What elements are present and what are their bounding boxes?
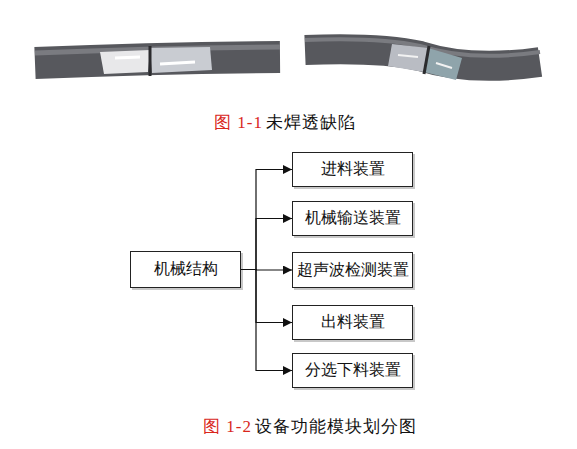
figure-caption: 未焊透缺陷	[266, 113, 356, 133]
module-box: 超声波检测装置	[292, 252, 413, 288]
weld-shine	[398, 55, 452, 68]
branch-arrow	[241, 170, 292, 270]
box-label: 超声波检测装置	[297, 260, 409, 281]
root-box: 机械结构	[130, 251, 241, 288]
weld-patch	[100, 50, 150, 74]
weld-patch	[388, 44, 428, 72]
branch-arrow	[241, 270, 292, 323]
module-box: 进料装置	[292, 152, 413, 187]
box-label: 机械输送装置	[305, 208, 401, 229]
branch-arrow	[241, 219, 292, 270]
figure-number: 图 1-1	[214, 113, 263, 133]
branch-arrow	[241, 270, 292, 371]
branch-arrow	[241, 269, 292, 271]
pipe-photo-left	[35, 46, 280, 76]
weld-patch	[424, 48, 462, 80]
weld-seam	[149, 46, 152, 76]
figure-caption: 设备功能模块划分图	[255, 417, 417, 437]
box-label: 分选下料装置	[305, 360, 401, 381]
pipe-photo-right	[305, 39, 540, 80]
weld-patch	[150, 47, 212, 73]
module-box: 分选下料装置	[292, 353, 413, 388]
weld-shine	[115, 57, 195, 64]
weld-seam	[424, 46, 429, 74]
figure-number: 图 1-2	[203, 417, 252, 437]
box-label: 进料装置	[321, 159, 385, 180]
module-box: 机械输送装置	[292, 201, 413, 236]
box-label: 机械结构	[154, 259, 218, 280]
box-label: 出料装置	[321, 312, 385, 333]
module-box: 出料装置	[292, 305, 413, 340]
